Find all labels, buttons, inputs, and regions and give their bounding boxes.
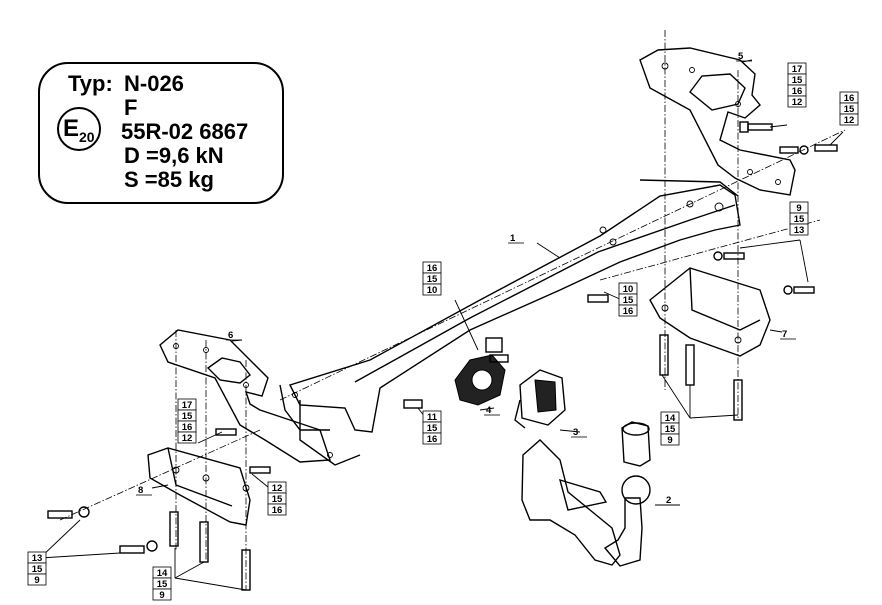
leader-lines — [39, 59, 844, 591]
approval-label-card — [38, 62, 284, 204]
callout-box — [267, 503, 287, 516]
callout-label: 12 — [792, 97, 803, 108]
callout-label: 14 — [665, 413, 676, 424]
callout-label: 8 — [138, 485, 143, 496]
callout-label: 2 — [666, 495, 671, 506]
callout-c4: 4 — [484, 405, 500, 416]
callout-box — [152, 588, 172, 601]
callout-box — [618, 304, 638, 317]
callout-c2: 2 — [664, 495, 680, 506]
e-letter: E — [63, 115, 80, 142]
main-crossbeam — [279, 179, 741, 466]
callout-label: 15 — [32, 564, 43, 575]
callout-label: 16 — [427, 263, 438, 274]
callout-label: 15 — [427, 274, 438, 285]
callout-label: 16 — [272, 505, 283, 516]
callout-label: 16 — [844, 93, 855, 104]
callout-box — [422, 432, 442, 445]
callout-label: 14 — [157, 568, 168, 579]
callout-label: 5 — [738, 51, 744, 62]
type-label: Typ: — [68, 71, 113, 96]
towball-assembly — [521, 421, 651, 567]
d-value: D =9,6 kN — [124, 143, 224, 168]
callout-label: 15 — [272, 494, 283, 505]
callout-label: 16 — [792, 86, 803, 97]
callout-label: 1 — [510, 233, 516, 244]
callout-label: 15 — [794, 214, 805, 225]
callout-label: 12 — [182, 433, 193, 444]
callout-c8: 8 — [136, 485, 152, 496]
callout-label: 15 — [665, 424, 676, 435]
e-approval-mark: E20 — [57, 107, 101, 151]
callout-box — [27, 573, 47, 586]
callout-label: 15 — [844, 104, 855, 115]
callout-label: 17 — [182, 400, 193, 411]
callout-label: 12 — [272, 483, 283, 494]
e-number: 20 — [79, 128, 95, 145]
country-code: F — [124, 95, 138, 120]
callout-label: 7 — [782, 329, 787, 340]
callout-label: 11 — [427, 412, 438, 423]
callout-label: 6 — [228, 330, 233, 341]
callout-label: 9 — [796, 203, 801, 214]
callout-c5: 5 — [736, 51, 752, 62]
callout-c1: 1 — [508, 233, 524, 244]
callout-c3: 3 — [571, 427, 587, 438]
callout-label: 9 — [159, 590, 164, 601]
callout-box — [422, 283, 442, 296]
callout-box — [839, 113, 859, 126]
s-value: S =85 kg — [124, 167, 214, 192]
type-value: N-026 — [124, 71, 184, 96]
callout-box — [177, 431, 197, 444]
callout-label: 15 — [623, 295, 634, 306]
callout-label: 10 — [623, 284, 634, 295]
callout-label: 16 — [427, 434, 438, 445]
callout-label: 13 — [32, 553, 43, 564]
callout-label: 17 — [792, 64, 803, 75]
callout-label: 12 — [844, 115, 855, 126]
callout-label: 3 — [573, 427, 578, 438]
bolts-and-washers — [47, 121, 838, 591]
left-lower-bracket — [147, 447, 251, 526]
electrical-module — [514, 369, 566, 429]
callout-label: 16 — [182, 422, 193, 433]
callout-label: 15 — [792, 75, 803, 86]
callout-label: 16 — [623, 306, 634, 317]
callout-box — [660, 433, 680, 446]
callout-c7: 7 — [780, 329, 796, 340]
right-lower-bracket — [649, 267, 771, 357]
callout-label: 15 — [157, 579, 168, 590]
center-lines — [59, 30, 846, 590]
callout-label: 9 — [34, 575, 39, 586]
callout-label: 15 — [182, 411, 193, 422]
callout-label: 10 — [427, 285, 438, 296]
callout-box — [789, 223, 809, 236]
callout-box — [787, 95, 807, 108]
callout-label: 13 — [794, 225, 805, 236]
socket-plate — [454, 337, 506, 406]
right-mounting-bracket — [639, 47, 796, 196]
approval-number: 55R-02 6867 — [121, 119, 249, 144]
callout-label: 9 — [667, 435, 672, 446]
callout-label: 4 — [486, 405, 492, 416]
callout-c6: 6 — [226, 330, 242, 341]
callout-label: 15 — [427, 423, 438, 434]
left-mounting-bracket — [159, 329, 331, 463]
